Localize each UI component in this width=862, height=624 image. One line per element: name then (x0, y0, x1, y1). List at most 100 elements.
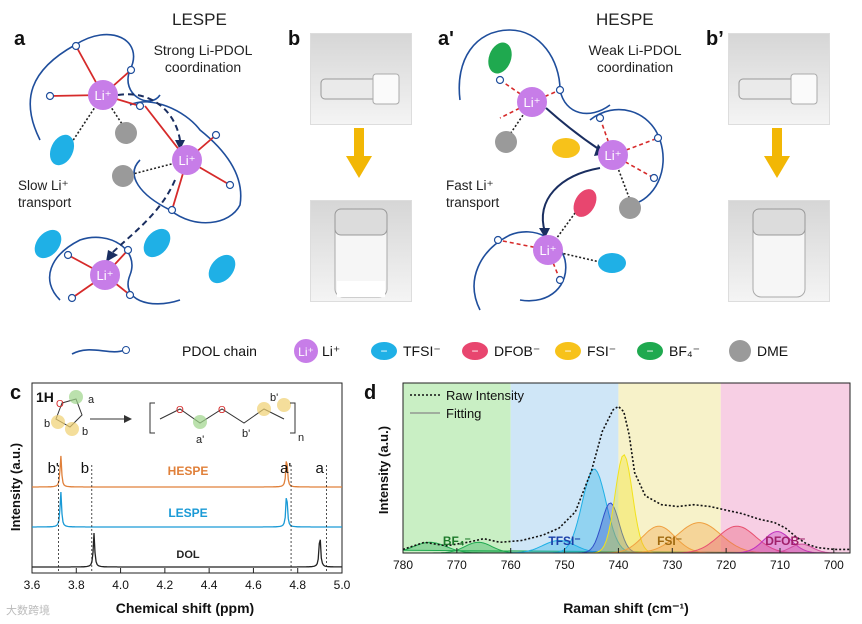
nmr-x-tick-label: 4.2 (157, 578, 174, 592)
raman-x-tick-label: 770 (447, 558, 467, 572)
panel-label-d: d (364, 382, 377, 404)
transport-arrows (109, 93, 181, 256)
struct-label-o: O (176, 405, 184, 416)
hespe-schematic: Li⁺ Li⁺ Li⁺ (458, 29, 664, 311)
hespe-gel-photo (728, 200, 830, 302)
raman-y-label: Intensity (a.u.) (376, 426, 391, 514)
li-ion-label: Li⁺ (524, 95, 541, 110)
struct-label-b: b (44, 418, 50, 430)
nmr-peak-label: a' (280, 460, 291, 477)
nmr-trace-hespe (32, 455, 342, 488)
fsi-anion (552, 138, 580, 158)
chain-nodes (493, 75, 663, 285)
raman-x-tick-label: 700 (824, 558, 844, 572)
nmr-peak-label: b' (48, 460, 59, 477)
raman-regions (403, 383, 850, 553)
nmr-y-label: Intensity (a.u.) (8, 443, 23, 531)
raman-region-label: FSI⁻ (657, 534, 682, 548)
raman-x-tick-label: 710 (770, 558, 790, 572)
raman-raw-curve (402, 405, 850, 551)
raman-x-tick-label: 720 (716, 558, 736, 572)
hespe-subtitle-2: coordination (596, 59, 674, 75)
raman-x-tick-label: 750 (555, 558, 575, 572)
panel-label-c: c (10, 382, 22, 404)
raman-region-labels: BF₄⁻TFSI⁻FSI⁻DFOB⁻ (443, 534, 806, 548)
anion-sign: − (471, 344, 478, 358)
legend-dme: DME (757, 343, 789, 359)
pdol-chains (29, 33, 242, 305)
panel-label-b: b (288, 28, 301, 50)
tfsi-anion (598, 253, 626, 273)
li-ion-label: Li⁺ (540, 243, 557, 258)
panel-label-b-prime: b’ (706, 28, 724, 50)
bf4-anion (488, 42, 512, 74)
legend-fsi: FSI⁻ (587, 343, 617, 359)
nmr-x-tick-label: 5.0 (334, 578, 350, 592)
legend-tfsi: TFSI⁻ (403, 343, 441, 359)
transport-arrows (541, 107, 601, 233)
arrow-head-1 (175, 140, 185, 150)
raman-region-label: DFOB⁻ (765, 534, 805, 548)
dme-molecule (619, 197, 641, 219)
struct-label-o: O (56, 399, 64, 410)
raman-region (618, 383, 721, 553)
li-ions (88, 80, 202, 290)
nmr-x-label: Chemical shift (ppm) (116, 600, 254, 616)
legend-symbols: Li⁺ − − − − (71, 339, 751, 363)
panel-label-a-prime: a' (438, 28, 454, 50)
raman-x-tick-label: 780 (393, 558, 413, 572)
li-ion-label: Li⁺ (179, 153, 196, 168)
lespe-gel-photo (310, 200, 412, 302)
li-ion-label: Li⁺ (95, 88, 112, 103)
legend-li: Li⁺ (322, 343, 341, 359)
raman-region (403, 383, 511, 553)
raman-x-tick-label: 730 (662, 558, 682, 572)
gelation-arrow (346, 128, 372, 180)
nmr-series-label-dol: DOL (176, 549, 200, 561)
chain-nodes (45, 41, 235, 303)
legend-bf4: BF₄⁻ (669, 343, 700, 359)
chemical-structure (51, 390, 296, 436)
hespe-transport-note-1: Fast Li⁺ (446, 178, 494, 193)
species-legend: Li⁺ − − − − PDOL chain Li⁺ TFSI⁻ DFOB⁻ F… (70, 336, 830, 366)
anion-sign: − (564, 344, 571, 358)
struct-label-o: O (218, 405, 226, 416)
lespe-transport-note-1: Slow Li⁺ (18, 178, 69, 193)
li-ion-label: Li⁺ (605, 148, 622, 163)
lespe-subtitle-2: coordination (164, 59, 242, 75)
li-ion-label: Li⁺ (97, 268, 114, 283)
dme-molecules (112, 122, 137, 187)
gelation-arrow (764, 128, 790, 180)
hespe-title: HESPE (596, 10, 654, 29)
struct-label-b: b (82, 426, 88, 438)
lespe-subtitle-1: Strong Li-PDOL (153, 42, 253, 58)
legend-raw-intensity: Raw Intensity (446, 388, 525, 403)
anion-sign: − (380, 344, 387, 358)
struct-label-a: a (88, 394, 95, 406)
nmr-x-tick-label: 4.8 (289, 578, 306, 592)
nmr-trace-lespe (32, 491, 342, 528)
raman-region (720, 383, 850, 553)
nmr-x-tick-label: 4.4 (201, 578, 218, 592)
watermark: 大数跨境 (6, 605, 50, 617)
hespe-transport-note-2: transport (446, 195, 500, 210)
nmr-series-label-hespe: HESPE (168, 464, 209, 478)
li-ions (517, 87, 628, 265)
pdol-chains (458, 29, 664, 311)
struct-label-b-prime: b' (242, 428, 250, 440)
raman-x-tick-label: 760 (501, 558, 521, 572)
nmr-x-tick-label: 3.6 (24, 578, 41, 592)
nucleus-label: 1H (36, 389, 54, 405)
arrow-head-2 (106, 250, 118, 262)
li-ion-label: Li⁺ (298, 345, 314, 359)
lespe-liquid-photo (310, 33, 412, 125)
struct-label-n: n (298, 432, 304, 444)
legend-dfob: DFOB⁻ (494, 343, 541, 359)
arrow-head-2 (539, 228, 550, 238)
lespe-schematic: Li⁺ Li⁺ Li⁺ (29, 33, 242, 305)
